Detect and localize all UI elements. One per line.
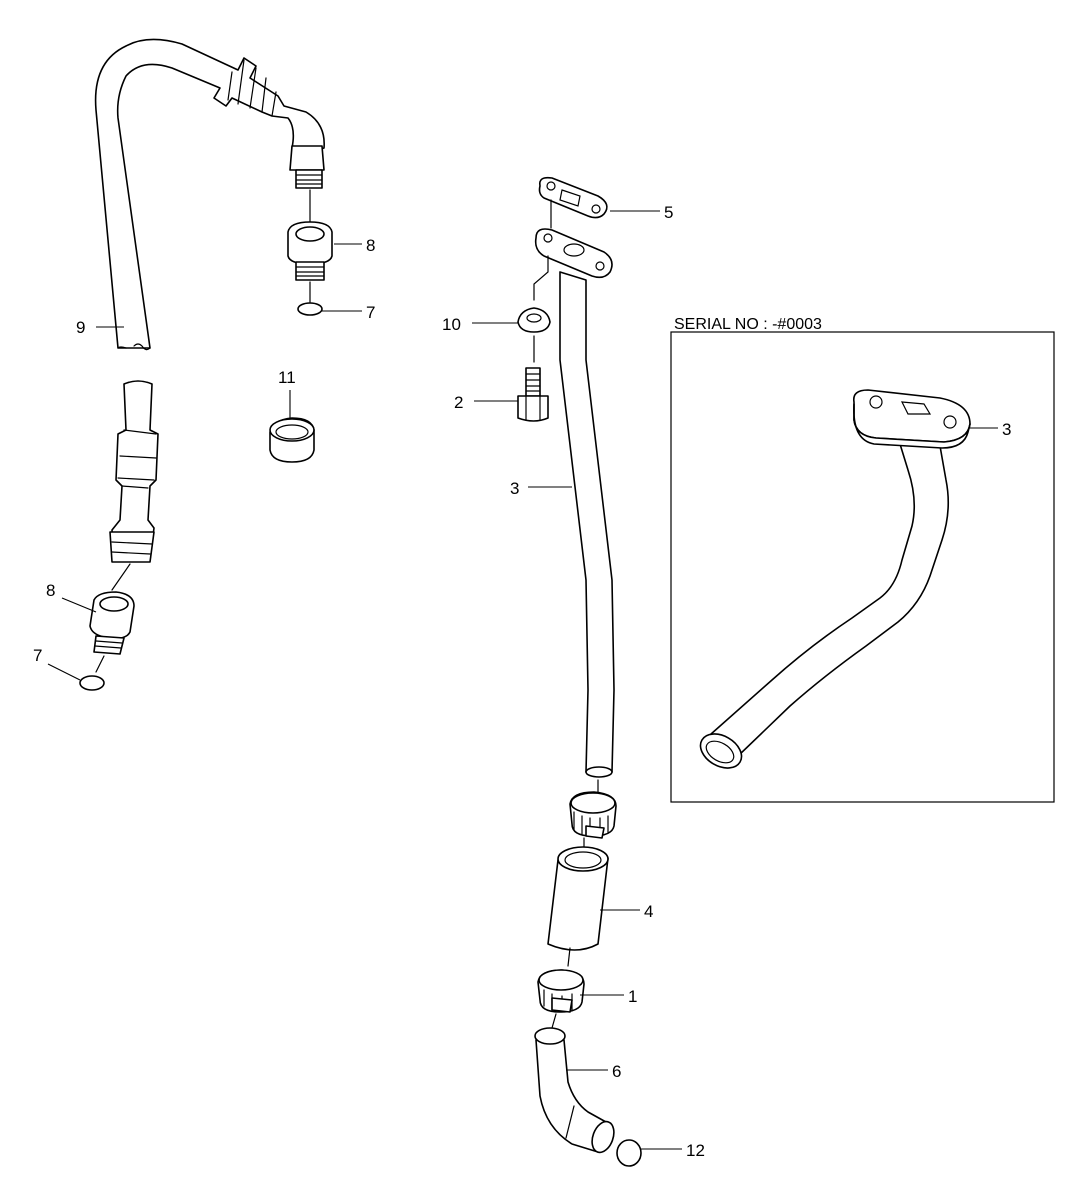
callout-8-bottom: 8 — [46, 581, 55, 600]
callout-7-bottom: 7 — [33, 646, 42, 665]
part-10-washer — [517, 307, 551, 363]
callout-3-serial: 3 — [1002, 420, 1011, 439]
callout-5: 5 — [664, 203, 673, 222]
part-8-nut-bottom — [89, 591, 135, 673]
part-7-oring-top — [297, 281, 323, 316]
part-9-pipe-upper — [94, 38, 325, 351]
part-3-pipe-main — [534, 228, 615, 778]
part-1-clamp-upper — [569, 779, 617, 839]
serial-inset-frame — [670, 331, 1055, 803]
callout-12: 12 — [686, 1141, 705, 1160]
part-1-clamp-lower — [537, 969, 585, 1029]
callout-8-top: 8 — [366, 236, 375, 255]
part-2-bolt — [517, 367, 549, 422]
part-4-hose — [547, 837, 609, 967]
callout-3-main: 3 — [510, 479, 519, 498]
part-8-nut-top — [287, 189, 333, 281]
callout-4: 4 — [644, 902, 653, 921]
part-9-fitting-upper — [289, 145, 325, 189]
callout-9: 9 — [76, 318, 85, 337]
callout-11: 11 — [278, 368, 296, 387]
part-9-pipe-lower — [109, 380, 159, 591]
part-11-ring — [269, 417, 315, 463]
callout-6: 6 — [612, 1062, 621, 1081]
callout-2: 2 — [454, 393, 463, 412]
serial-number-label: SERIAL NO : -#0003 — [674, 316, 822, 333]
leader-lines — [47, 210, 998, 1150]
part-7-oring-bottom — [79, 675, 105, 691]
part-12-oring — [616, 1139, 642, 1167]
part-6-elbow — [534, 1027, 615, 1154]
callout-10: 10 — [442, 315, 461, 334]
callout-labels: 9 8 7 11 8 7 5 10 2 3 3 4 1 6 12 — [33, 203, 1011, 1160]
assembly-line-bolt — [533, 255, 549, 301]
callout-7-top: 7 — [366, 303, 375, 322]
callout-1: 1 — [628, 987, 637, 1006]
part-5-gasket — [538, 176, 608, 219]
serial-part-3-pipe — [699, 389, 971, 769]
